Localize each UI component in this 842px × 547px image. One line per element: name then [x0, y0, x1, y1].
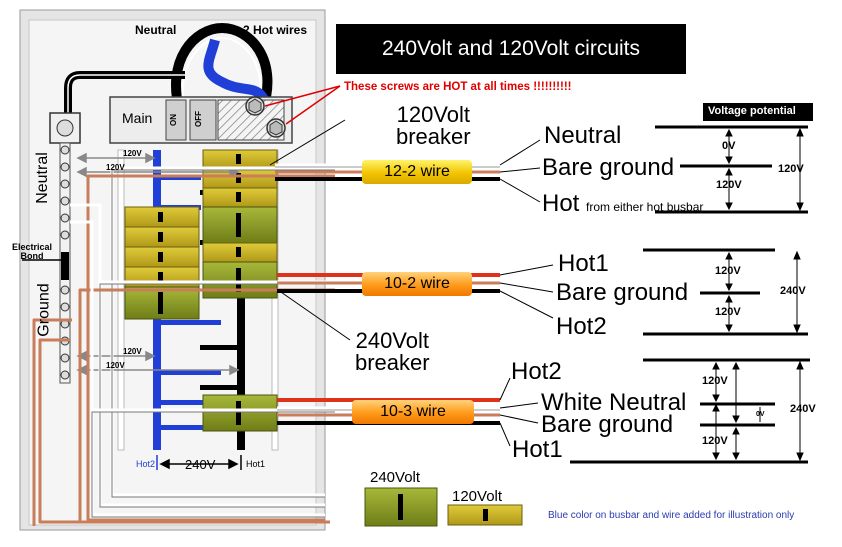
- voltage-potential-header: [703, 103, 813, 121]
- c3-0v: 0V: [756, 411, 765, 418]
- c3-120v-b: 120V: [702, 435, 728, 447]
- c2-120v-b: 120V: [715, 306, 741, 318]
- main-breaker-label: Main: [122, 110, 153, 126]
- main-on-label: ON: [169, 114, 178, 126]
- c2-bare-ground-label: Bare ground: [556, 279, 689, 306]
- c1-0v: 0V: [722, 140, 736, 152]
- c2-hot2-label: Hot2: [556, 313, 607, 340]
- c2-hot1-label: Hot1: [558, 250, 609, 277]
- breaker-120-callout: 120Volt breaker: [396, 102, 471, 149]
- c3-hot2-label: Hot2: [511, 358, 562, 385]
- ground-bar-label: Ground: [35, 283, 53, 337]
- panel-120v-label: 120V: [106, 361, 125, 370]
- c2-120v-a: 120V: [715, 265, 741, 277]
- legend-240-label: 240Volt: [370, 469, 421, 486]
- hot-screw-top: [245, 96, 265, 116]
- c3-hot1-label: Hot1: [512, 436, 563, 463]
- hot-wires-top-label: 2 Hot wires: [243, 23, 308, 37]
- panel-120v-label: 120V: [123, 347, 142, 356]
- legend-120-label: 120Volt: [452, 488, 503, 505]
- bar-screws: [60, 145, 70, 380]
- c3-240v: 240V: [790, 403, 816, 415]
- c1-hot-note: from either hot busbar: [586, 200, 704, 214]
- c2-240v: 240V: [780, 285, 806, 297]
- voltage-potential-label: Voltage potential: [708, 105, 796, 117]
- c1-120v-b: 120V: [778, 163, 804, 175]
- breakers-left: [124, 206, 200, 320]
- wire-tag-10-2: 10-2 wire: [362, 272, 472, 296]
- busbar-240v-label: 240V: [185, 457, 216, 472]
- legend-240-breaker: [364, 487, 438, 527]
- c1-bare-ground-label: Bare ground: [542, 154, 675, 181]
- main-off-label: OFF: [194, 111, 203, 127]
- neutral-bar-label: Neutral: [33, 152, 51, 204]
- c3-120v-a: 120V: [702, 375, 728, 387]
- neutral-top-label: Neutral: [135, 23, 177, 37]
- legend-note: Blue color on busbar and wire added for …: [548, 510, 795, 521]
- hot-feed-blue: [203, 38, 273, 114]
- panel-120v-label: 120V: [123, 149, 142, 158]
- busbar-hot1: [237, 150, 245, 450]
- legend-120-breaker: [447, 504, 523, 526]
- c1-120v-a: 120V: [716, 179, 742, 191]
- electrical-bond-label: Electrical Bond: [12, 242, 53, 262]
- breakers-right: [202, 149, 278, 432]
- c3-bare-ground-label: Bare ground: [541, 411, 674, 438]
- panel-120v-label: 120V: [106, 163, 125, 172]
- busbar-hot2-label: Hot2: [136, 459, 156, 469]
- c1-neutral-label: Neutral: [544, 122, 622, 149]
- c1-hot-label: Hot: [542, 190, 580, 217]
- service-loop-outer: [171, 22, 273, 114]
- hot-screw-bottom: [266, 118, 286, 138]
- page-title: 240Volt and 120Volt circuits: [336, 24, 686, 74]
- busbar-hot1-label: Hot1: [246, 459, 266, 469]
- wire-tag-12-2: 12-2 wire: [362, 160, 472, 184]
- wire-tag-10-3: 10-3 wire: [352, 400, 474, 424]
- bond-strap: [61, 252, 69, 280]
- hot-screws-note: These screws are HOT at all times !!!!!!…: [344, 81, 572, 93]
- c3-white-neutral-label: White Neutral: [541, 389, 687, 416]
- breaker-240-callout: 240Volt breaker: [355, 328, 430, 375]
